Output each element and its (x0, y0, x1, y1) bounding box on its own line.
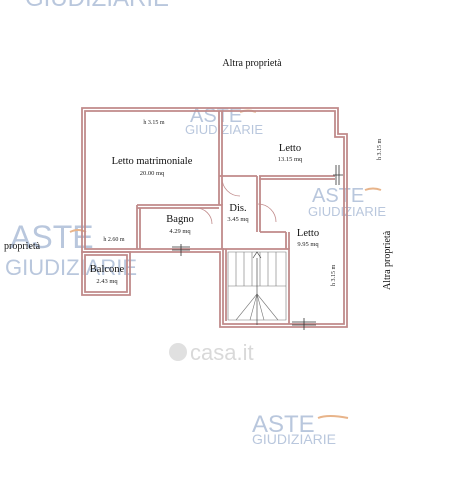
walls (81, 107, 348, 328)
watermark-aste-text: ASTE (312, 185, 364, 207)
stair-outline (227, 251, 287, 321)
balcony-wall (81, 251, 131, 296)
watermark-aste-text: ASTE (252, 411, 315, 438)
room-area-bagno: 4.29 mq (169, 228, 191, 235)
watermark-bottom: ASTE GIUDIZIARIE (252, 411, 349, 447)
height-label-letto-2: h 3.15 m (331, 265, 337, 287)
neighbor-top-label: Altra proprietà (222, 58, 282, 69)
watermark-giudiziarie-text: GIUDIZIARIE (25, 0, 169, 12)
door-letto-1 (221, 177, 241, 197)
outer-wall-inner (84, 110, 345, 325)
room-name-letto-2: Letto (297, 228, 319, 239)
window-letto-1 (333, 165, 343, 185)
room-name-dis: Dis. (229, 203, 246, 214)
door-letto-2 (257, 203, 277, 223)
windows (172, 165, 343, 330)
stair-steps (235, 252, 277, 286)
watermark-left: ASTE GIUDIZIARIE (5, 219, 137, 280)
watermark-gavel-icon (364, 187, 382, 191)
room-area-letto-1: 13.15 mq (278, 156, 303, 163)
watermark-aste-text: ASTE (10, 219, 94, 255)
window-letto-2 (292, 318, 316, 330)
room-area-dis: 3.45 mq (227, 216, 249, 223)
door-bagno (195, 207, 213, 225)
watermark-right: ASTE GIUDIZIARIE (308, 185, 386, 219)
neighbor-left-label: proprietà (4, 241, 41, 252)
watermark-top: GIUDIZIARIE (25, 0, 169, 12)
room-area-letto-2: 9.95 mq (297, 241, 319, 248)
watermark-giudiziarie-text: GIUDIZIARIE (185, 122, 263, 137)
room-name-bagno: Bagno (166, 214, 193, 225)
watermark-casa-text: casa.it (190, 340, 254, 365)
room-area-letto-matrimoniale: 20.00 mq (140, 170, 165, 177)
partition-wall (285, 232, 290, 249)
neighbor-right-label: Altra proprietà (382, 230, 393, 290)
watermark-gavel-icon (317, 415, 349, 419)
watermark-giudiziarie-text: GIUDIZIARIE (252, 431, 336, 447)
partition-wall (259, 175, 335, 180)
watermark-center: ASTE GIUDIZIARIE (185, 105, 263, 137)
partition-wall (218, 111, 223, 205)
doors (195, 177, 277, 225)
height-label-right: h 3.15 m (377, 139, 383, 161)
room-name-letto-matrimoniale: Letto matrimoniale (112, 156, 193, 167)
casa-logo-icon (169, 343, 187, 361)
stair-wall (223, 248, 290, 324)
balcony-wall-inner (84, 254, 128, 293)
window-bagno (172, 244, 190, 256)
room-name-balcone: Balcone (90, 264, 125, 275)
watermark-giudiziarie-text: GIUDIZIARIE (5, 255, 137, 280)
height-label-balcone: h 2.60 m (103, 237, 125, 243)
height-label-top: h 3.15 m (143, 120, 165, 126)
stair-winders (235, 293, 279, 321)
staircase (227, 251, 287, 325)
watermark-casa: casa.it (169, 340, 254, 365)
bagno-wall (136, 204, 223, 249)
room-area-balcone: 2.43 mq (96, 278, 118, 285)
room-name-letto-1: Letto (279, 143, 301, 154)
stair-arrow-icon (252, 251, 262, 259)
